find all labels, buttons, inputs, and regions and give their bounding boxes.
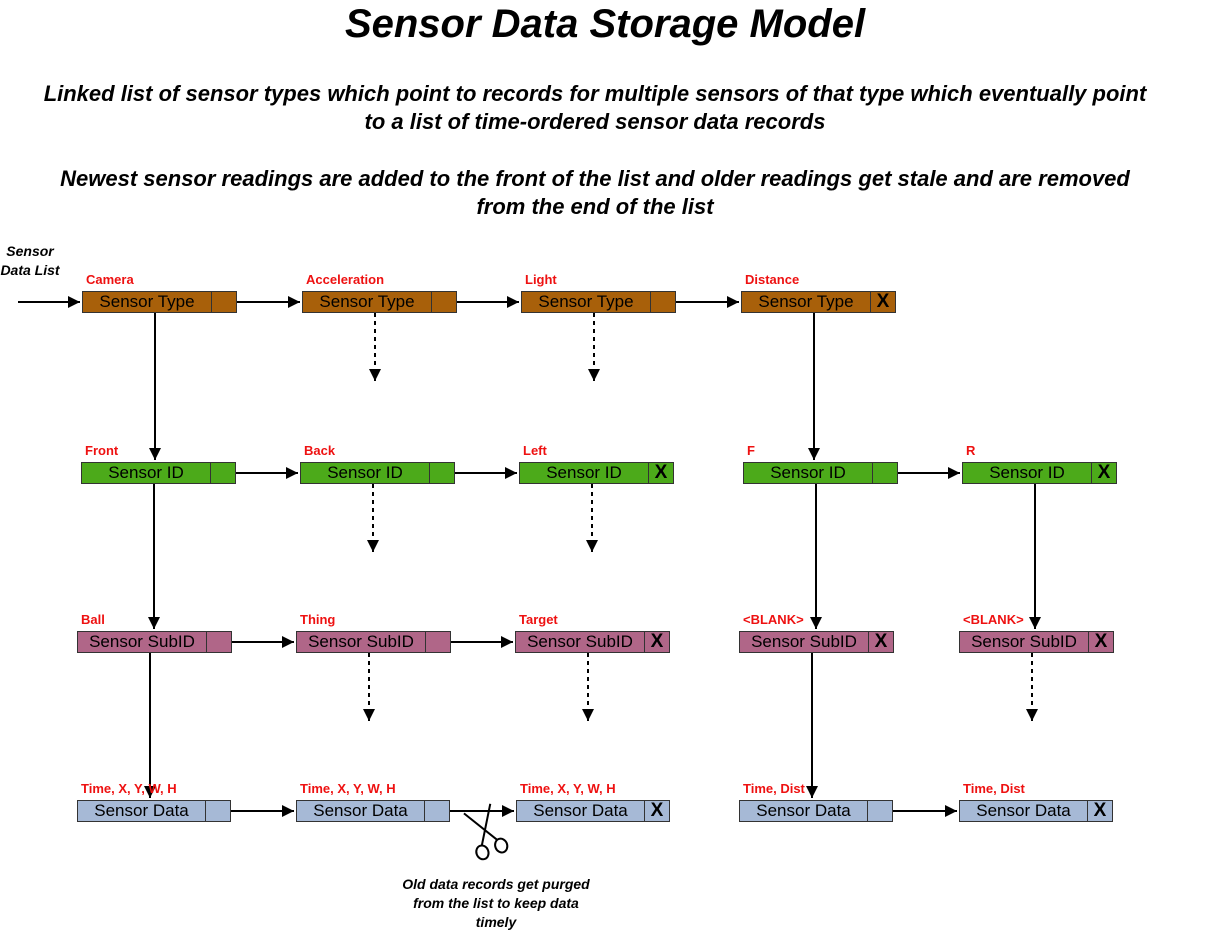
purge-note: Old data records get purged from the lis… (402, 876, 590, 930)
node-label-id-2: Left (523, 443, 547, 458)
next-pointer (211, 463, 235, 483)
next-pointer (651, 292, 675, 312)
node-label-subid-1: Thing (300, 612, 336, 627)
node-label-id-3: F (747, 443, 755, 458)
node-text: Sensor SubID (78, 632, 207, 652)
node-data-1: Sensor Data (296, 800, 450, 822)
node-text: Sensor Data (960, 801, 1088, 821)
node-type-3: Sensor Type (741, 291, 896, 313)
next-pointer (432, 292, 456, 312)
node-subid-3: Sensor SubID (739, 631, 894, 653)
node-text: Sensor Type (742, 292, 871, 312)
node-text: Sensor Type (83, 292, 212, 312)
node-text: Sensor SubID (740, 632, 869, 652)
node-text: Sensor Data (740, 801, 868, 821)
next-pointer (868, 801, 892, 821)
node-id-2: Sensor ID (519, 462, 674, 484)
node-label-id-4: R (966, 443, 976, 458)
node-id-4: Sensor ID (962, 462, 1117, 484)
entry-label: Sensor Data List (0, 243, 60, 278)
node-subid-4: Sensor SubID (959, 631, 1114, 653)
node-subid-1: Sensor SubID (296, 631, 451, 653)
node-text: Sensor SubID (960, 632, 1089, 652)
scissors-icon (463, 803, 509, 861)
node-label-data-3: Time, Dist (743, 781, 805, 796)
node-data-4: Sensor Data (959, 800, 1113, 822)
null-pointer-mark (1092, 462, 1116, 484)
node-label-subid-0: Ball (81, 612, 105, 627)
node-label-subid-3: <BLANK> (743, 612, 804, 627)
null-pointer-mark (871, 291, 895, 313)
node-subid-0: Sensor SubID (77, 631, 232, 653)
node-text: Sensor ID (82, 463, 211, 483)
node-type-0: Sensor Type (82, 291, 237, 313)
node-type-2: Sensor Type (521, 291, 676, 313)
node-subid-2: Sensor SubID (515, 631, 670, 653)
node-text: Sensor ID (963, 463, 1092, 483)
node-text: Sensor Type (303, 292, 432, 312)
node-id-0: Sensor ID (81, 462, 236, 484)
node-label-data-2: Time, X, Y, W, H (520, 781, 616, 796)
null-pointer-mark (869, 631, 893, 653)
node-id-1: Sensor ID (300, 462, 455, 484)
node-label-data-0: Time, X, Y, W, H (81, 781, 177, 796)
null-pointer-mark (645, 800, 669, 822)
null-pointer-mark (1088, 800, 1112, 822)
node-text: Sensor SubID (516, 632, 645, 652)
node-label-subid-4: <BLANK> (963, 612, 1024, 627)
next-pointer (212, 292, 236, 312)
next-pointer (430, 463, 454, 483)
next-pointer (873, 463, 897, 483)
node-data-0: Sensor Data (77, 800, 231, 822)
node-label-data-1: Time, X, Y, W, H (300, 781, 396, 796)
node-label-id-1: Back (304, 443, 336, 458)
node-data-3: Sensor Data (739, 800, 893, 822)
null-pointer-mark (649, 462, 673, 484)
node-text: Sensor Data (297, 801, 425, 821)
node-text: Sensor ID (520, 463, 649, 483)
node-label-type-1: Acceleration (306, 272, 385, 287)
diagram-title: Sensor Data Storage Model (344, 2, 866, 46)
next-pointer (425, 801, 449, 821)
node-text: Sensor ID (744, 463, 873, 483)
node-id-3: Sensor ID (743, 462, 898, 484)
node-label-type-0: Camera (86, 272, 134, 287)
node-text: Sensor Type (522, 292, 651, 312)
node-text: Sensor SubID (297, 632, 426, 652)
node-text: Sensor Data (78, 801, 206, 821)
node-type-1: Sensor Type (302, 291, 457, 313)
subtitle-readings: Newest sensor readings are added to the … (60, 166, 1130, 219)
node-label-type-2: Light (525, 272, 557, 287)
next-pointer (207, 632, 231, 652)
node-label-type-3: Distance (745, 272, 800, 287)
node-data-2: Sensor Data (516, 800, 670, 822)
node-text: Sensor ID (301, 463, 430, 483)
null-pointer-mark (645, 631, 669, 653)
next-pointer (426, 632, 450, 652)
node-label-id-0: Front (85, 443, 119, 458)
node-text: Sensor Data (517, 801, 645, 821)
next-pointer (206, 801, 230, 821)
node-label-subid-2: Target (519, 612, 558, 627)
node-label-data-4: Time, Dist (963, 781, 1025, 796)
null-pointer-mark (1089, 631, 1113, 653)
subtitle-linked-list: Linked list of sensor types which point … (43, 81, 1147, 134)
